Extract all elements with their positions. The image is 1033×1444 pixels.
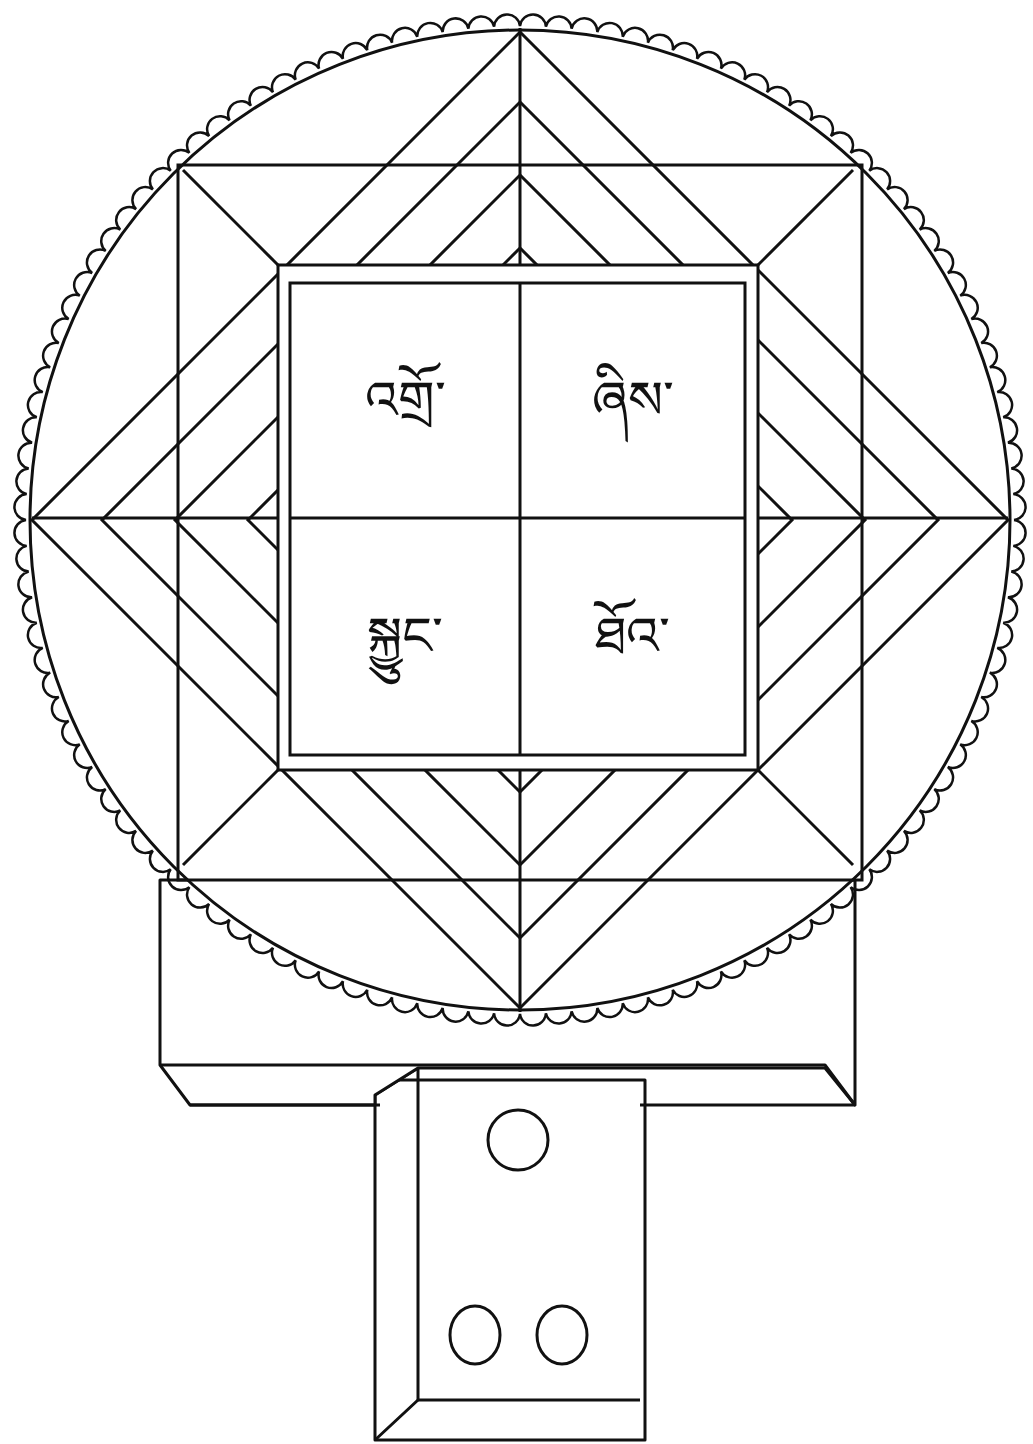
syllable-cell: ཐོའ་ [526, 524, 739, 749]
handle-bevel [375, 1068, 418, 1440]
rivet-hole [450, 1306, 500, 1364]
handle [375, 1080, 645, 1440]
scalloped-rim [14, 14, 1025, 1025]
rivet-hole [488, 1110, 548, 1170]
corner-line [758, 770, 853, 865]
syllable-cell: ཞིས་ [526, 289, 739, 512]
tibetan-syllable: སྐྱུང་ [367, 603, 443, 671]
inner-square [278, 265, 758, 770]
corner-line [183, 770, 278, 865]
diamond-band [248, 248, 792, 792]
axis-line [519, 28, 522, 1012]
inner-square-border [290, 283, 745, 755]
diamond-band [175, 175, 865, 865]
syllable-cell: འགྲོ་ [296, 289, 514, 512]
tibetan-syllable: ཐོའ་ [595, 603, 670, 671]
handle-edge [418, 1068, 640, 1400]
base-plate-edge [160, 1065, 855, 1105]
axis-line [32, 517, 1008, 520]
corner-line [183, 170, 278, 265]
cell-divider [290, 517, 745, 520]
rivet-hole [537, 1306, 587, 1364]
tibetan-syllable: འགྲོ་ [365, 367, 446, 435]
tibetan-syllable: ཞིས་ [592, 367, 674, 435]
syllable-cell: སྐྱུང་ [296, 524, 514, 749]
corner-line [758, 170, 853, 265]
